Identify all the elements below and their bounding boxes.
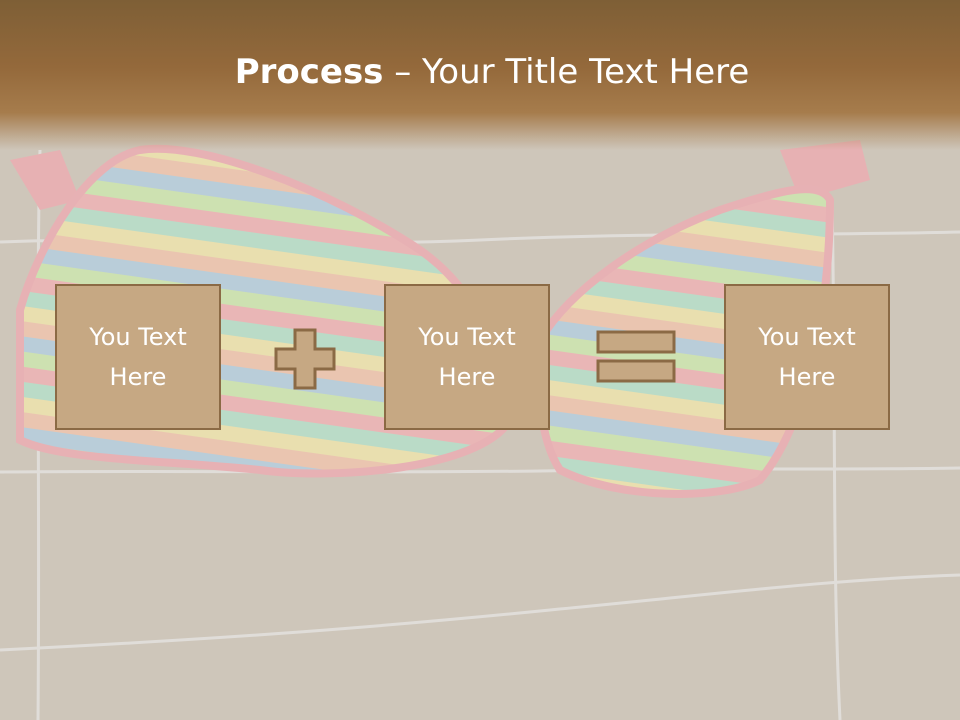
text-box-1[interactable]: You Text Here bbox=[55, 284, 221, 430]
title-rest: – Your Title Text Here bbox=[383, 52, 750, 92]
text-box-2[interactable]: You Text Here bbox=[384, 284, 550, 430]
plus-icon bbox=[274, 328, 336, 390]
slide-title: Process – Your Title Text Here bbox=[0, 52, 960, 92]
title-bar bbox=[0, 0, 960, 150]
title-bold: Process bbox=[234, 52, 384, 92]
text-box-1-label: You Text Here bbox=[89, 323, 187, 391]
text-box-3-label: You Text Here bbox=[758, 323, 856, 391]
equals-icon bbox=[596, 330, 676, 383]
text-box-3[interactable]: You Text Here bbox=[724, 284, 890, 430]
text-box-2-label: You Text Here bbox=[418, 323, 516, 391]
